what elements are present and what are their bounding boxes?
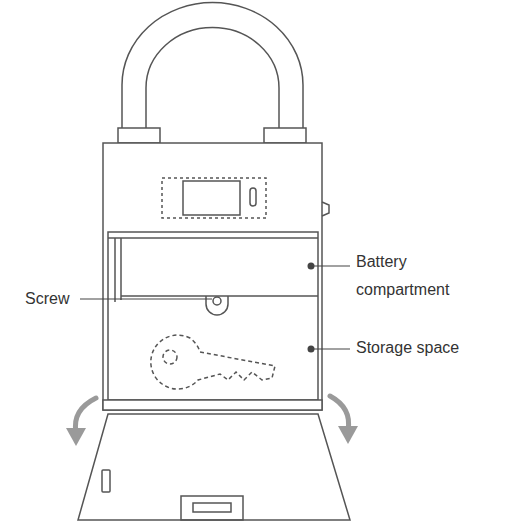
arrow-head [338,426,358,444]
leader-line [311,348,350,349]
open-arrow [330,396,349,430]
compartment-wall [114,238,116,302]
compartment-edge [108,237,318,239]
lock-body [103,143,322,410]
display-screen [183,181,240,215]
compartment-wall [120,238,122,300]
leader-dot [308,346,315,353]
leader-dot [308,263,315,270]
part-label: Screw [25,285,77,313]
front-bar [103,400,322,410]
shackle-outer [122,3,303,130]
open-arrow [75,398,96,432]
battery-cover-edge [121,295,318,297]
indicator-slot [250,188,256,206]
part-label: Storage space [356,334,486,362]
leader-line [80,298,212,299]
open-lid [78,414,350,520]
inner-compartment [108,232,318,400]
shackle-collar [264,128,306,143]
side-button [322,202,329,216]
shackle-collar [118,128,160,143]
shackle-inner [146,28,279,130]
screw [213,297,221,305]
leader-line [311,265,350,266]
clasp-inner [193,503,231,512]
lid-clasp [181,496,243,520]
part-label: Battery compartment [356,248,474,304]
arrow-head [66,428,86,446]
display-outline [162,178,266,218]
key-outline [151,335,275,389]
lid-slot [102,470,110,492]
